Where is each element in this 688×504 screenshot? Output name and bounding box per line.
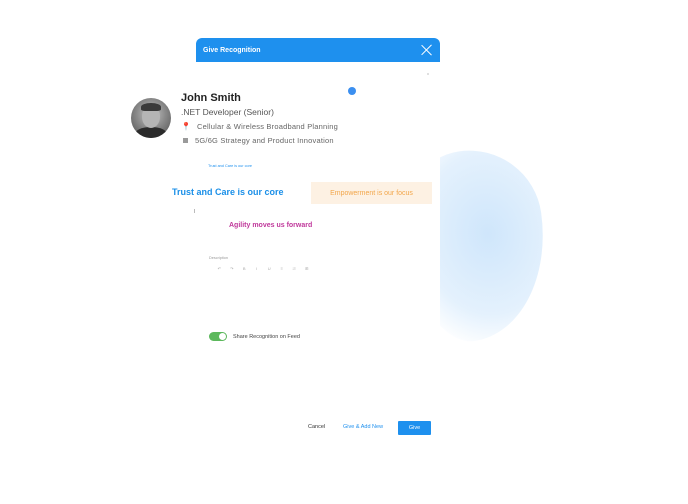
scroll-indicator xyxy=(427,73,429,75)
give-and-add-new-button[interactable]: Give & Add New xyxy=(343,424,384,430)
editor-toolbar: ↶ ↷ B I U ≡ ⁞≡ ⊞ xyxy=(213,266,313,271)
bold-icon[interactable]: B xyxy=(242,266,246,271)
divider xyxy=(194,209,195,213)
table-icon[interactable]: ⊞ xyxy=(305,266,309,271)
share-toggle-label: Share Recognition on Feed xyxy=(233,333,300,340)
dialog-header: Give Recognition xyxy=(196,38,440,62)
share-toggle-row: Share Recognition on Feed xyxy=(209,332,300,341)
square-icon xyxy=(183,138,188,143)
share-toggle[interactable] xyxy=(209,332,227,341)
avatar xyxy=(131,98,171,138)
italic-icon[interactable]: I xyxy=(256,266,258,271)
location-text: Cellular & Wireless Broadband Planning xyxy=(197,122,339,131)
value-tag-trust[interactable]: Trust and Care is our core xyxy=(172,187,284,197)
description-label: Description xyxy=(209,256,228,260)
value-tag-empowerment[interactable]: Empowerment is our focus xyxy=(311,182,432,204)
location-row: 📍 Cellular & Wireless Broadband Planning xyxy=(181,122,338,131)
numbered-list-icon[interactable]: ⁞≡ xyxy=(292,266,296,271)
department-row: 5G/6G Strategy and Product Innovation xyxy=(181,136,334,145)
redo-icon[interactable]: ↷ xyxy=(230,266,234,271)
map-pin-icon: 📍 xyxy=(181,122,192,131)
list-icon[interactable]: ≡ xyxy=(280,266,283,271)
selected-value-link[interactable]: Trust and Care is our core xyxy=(208,164,252,168)
underline-icon[interactable]: U xyxy=(267,266,271,271)
recipient-role: .NET Developer (Senior) xyxy=(181,107,274,117)
undo-icon[interactable]: ↶ xyxy=(217,266,221,271)
cancel-button[interactable]: Cancel xyxy=(308,424,326,430)
give-button[interactable]: Give xyxy=(398,421,431,435)
status-dot xyxy=(348,87,356,95)
value-tag-agility[interactable]: Agility moves us forward xyxy=(229,222,313,229)
recipient-name: John Smith xyxy=(181,92,241,104)
dialog-title: Give Recognition xyxy=(203,46,261,54)
close-icon[interactable] xyxy=(421,44,433,56)
department-text: 5G/6G Strategy and Product Innovation xyxy=(195,136,334,145)
